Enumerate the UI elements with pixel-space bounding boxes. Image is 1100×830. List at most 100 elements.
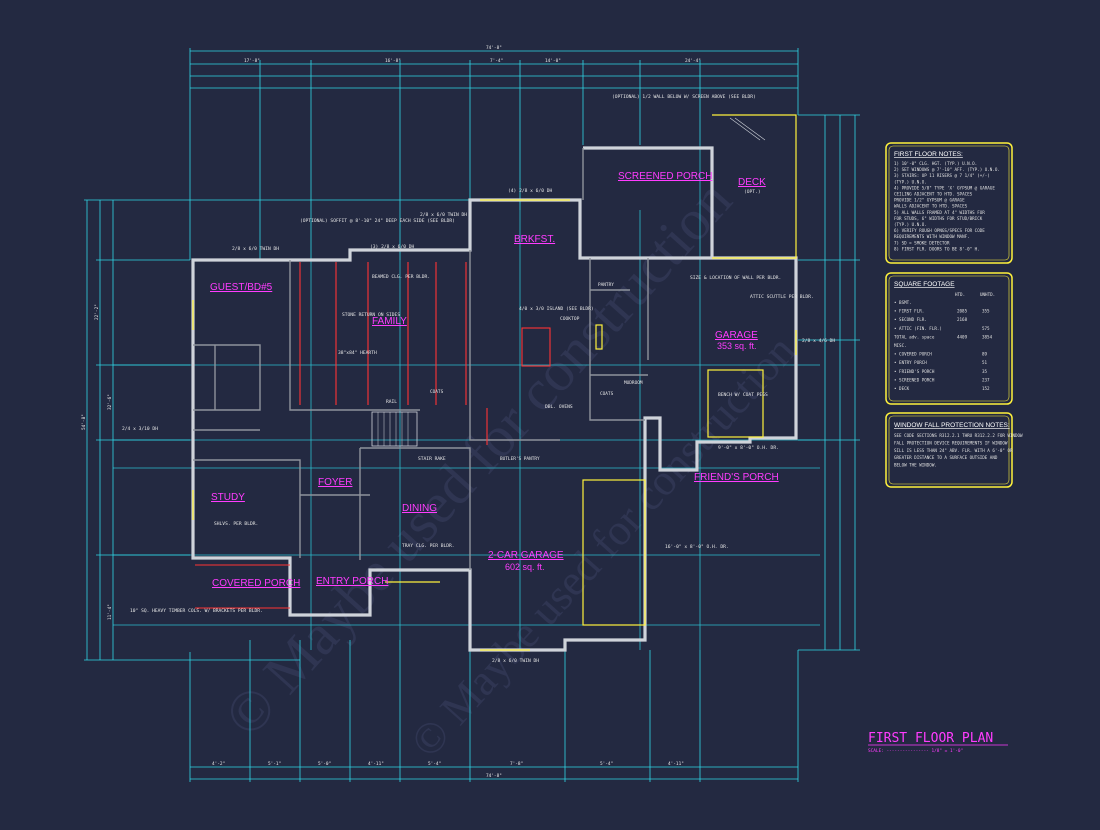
window-fall-protection-panel: WINDOW FALL PROTECTION NOTES: SEE CODE S… — [885, 412, 1023, 488]
floor-note-line: 6) VERIFY ROUGH OPNGS/SPECS FOR CODE — [894, 228, 985, 233]
note-size-location: SIZE & LOCATION OF WALL PER BLDR. — [690, 275, 781, 281]
sqft-label: • SECOND FLR. — [894, 317, 927, 322]
sqft-label: • ENTRY PORCH — [894, 360, 927, 365]
room-breakfast: BRKFST. — [514, 234, 555, 245]
sqft-htd: 4409 — [957, 334, 968, 339]
dim-left-1: 22'-2" — [94, 304, 100, 320]
note-oh-door: 16'-0" x 8'-0" O.H. DR. — [665, 544, 729, 550]
room-butlers-pantry: BUTLER'S PANTRY — [500, 456, 540, 462]
note-hearth: 38"x84" HEARTH — [338, 350, 377, 356]
dim-bottom-2: 5'-1" — [268, 761, 281, 767]
sqft-htd: 2168 — [957, 317, 968, 322]
interior-dimension-grid — [113, 145, 820, 650]
dim-top-2: 16'-8" — [385, 58, 401, 64]
note-window-1: 2/8 x 6/0 TWIN DH — [420, 212, 467, 218]
area-two-car-garage: 602 sq. ft. — [505, 562, 545, 572]
sqft-label: • DECK — [894, 386, 910, 391]
dim-top-1: 17'-8" — [244, 58, 260, 64]
note-window-4: 2/4 x 3/10 DH — [122, 426, 158, 432]
stair — [371, 117, 766, 447]
plan-title: FIRST FLOOR PLAN — [868, 731, 993, 746]
dim-bottom-8: 4'-11" — [668, 761, 684, 767]
room-two-car-garage: 2-CAR GARAGE — [488, 550, 564, 561]
sqft-unhtd: 89 — [982, 352, 988, 357]
sqft-label: • SCREENED PORCH — [894, 377, 935, 382]
sqft-title: SQUARE FOOTAGE — [894, 281, 955, 288]
dim-left-2: 32'-6" — [107, 394, 113, 410]
sqft-label: TOTAL adv. space — [894, 334, 935, 339]
beam-lines — [195, 262, 551, 609]
room-garage: GARAGE — [715, 330, 758, 341]
note-stone: STONE RETURN ON SIDES — [342, 312, 400, 318]
sqft-col-htd: HTD. — [955, 292, 965, 297]
room-friends-porch: FRIEND'S PORCH — [694, 472, 779, 483]
top-dimensions: 74'-8" 17'-8" 16'-8" 7'-4" 14'-0" 24'-4" — [189, 45, 799, 260]
floor-note-line: 7) SD = SMOKE DETECTOR — [894, 240, 950, 245]
note-stair-rake: STAIR RAKE — [418, 456, 446, 462]
first-floor-notes-panel: FIRST FLOOR NOTES: 1) 10'-0" CLG. HGT. (… — [885, 142, 1013, 264]
room-dining: DINING — [402, 503, 437, 514]
sqft-unhtd: 152 — [982, 386, 990, 391]
sqft-label: • FIRST FLR. — [894, 309, 924, 314]
window-notes-title: WINDOW FALL PROTECTION NOTES: — [894, 422, 1010, 429]
dim-overall-bottom: 74'-8" — [486, 773, 502, 779]
square-footage-panel: SQUARE FOOTAGE HTD. UNHTD. • BSMT.• FIRS… — [885, 272, 1013, 405]
dim-bottom-4: 4'-11" — [368, 761, 384, 767]
dim-bottom-1: 4'-2" — [212, 761, 225, 767]
sqft-label: • FRIEND'S PORCH — [894, 369, 935, 374]
note-window-2: (3) 2/8 x 6/0 DH — [370, 244, 414, 250]
plan-scale: SCALE: ---------------- 1/8" = 1'-0" — [868, 748, 963, 754]
room-screened-porch: SCREENED PORCH — [618, 171, 712, 182]
dim-left-overall: 54'-8" — [81, 414, 87, 430]
room-coats-1: COATS — [430, 389, 444, 395]
dim-bottom-3: 5'-0" — [318, 761, 331, 767]
annotations: (OPTIONAL) 1/2 WALL BELOW W/ SCREEN ABOV… — [122, 94, 835, 664]
sqft-unhtd: 237 — [982, 377, 990, 382]
room-mudroom: MUDROOM — [624, 380, 643, 386]
bottom-dimensions: 4'-2" 5'-1" 5'-0" 4'-11" 5'-4" 7'-8" 5'-… — [189, 640, 799, 782]
note-soffit: (OPTIONAL) SOFFIT @ 8'-10" 24" DEEP EACH… — [300, 218, 455, 224]
dim-top-3: 7'-4" — [490, 58, 503, 64]
dim-top-4: 14'-0" — [545, 58, 561, 64]
window-note-line: FALL PROTECTION DEVICE REQUIREMENTS IF W… — [894, 440, 1008, 445]
sqft-label: • BSMT. — [894, 300, 912, 305]
floor-note-line: 5) ALL WALLS FRAMED AT 4" WIDTHS FOR — [894, 210, 985, 215]
dim-top-5: 24'-4" — [685, 58, 701, 64]
room-study: STUDY — [211, 492, 245, 503]
sqft-unhtd: 575 — [982, 326, 990, 331]
sqft-unhtd: 35 — [982, 369, 988, 374]
plan-title-block: FIRST FLOOR PLAN SCALE: ----------------… — [868, 731, 1008, 754]
right-dimensions — [798, 114, 860, 651]
room-coats-2: COATS — [600, 391, 614, 397]
note-optional-wall: (OPTIONAL) 1/2 WALL BELOW W/ SCREEN ABOV… — [612, 94, 756, 100]
window-note-line: BELOW THE WINDOW. — [894, 463, 937, 468]
note-deck-opt: (OPT.) — [744, 189, 761, 195]
sqft-unhtd: 51 — [982, 360, 988, 365]
room-entry-porch: ENTRY PORCH — [316, 576, 388, 587]
floor-note-line: REQUIREMENTS WITH WINDOW MANF. — [894, 234, 970, 239]
room-pantry: PANTRY — [598, 282, 614, 288]
room-family: FAMILY — [372, 316, 407, 327]
note-columns: 10" SQ. HEAVY TIMBER COLS. W/ BRACKETS P… — [130, 608, 263, 614]
sqft-label: • ATTIC (FIN. FLR.) — [894, 326, 942, 331]
sqft-unhtd: 3854 — [982, 334, 993, 339]
dim-bottom-5: 5'-4" — [428, 761, 441, 767]
sqft-unhtd: 355 — [982, 309, 990, 314]
note-beamed: BEAMED CLG. PER BLDR. — [372, 274, 430, 280]
area-garage: 353 sq. ft. — [717, 341, 757, 351]
note-oh-door-2: 9'-0" x 8'-0" O.H. DR. — [718, 445, 779, 451]
note-window-5: 2/8 x 4/6 DH — [802, 338, 835, 344]
note-shelves: SHLVS. PER BLDR. — [214, 521, 258, 527]
sqft-label: • COVERED PORCH — [894, 352, 932, 357]
note-bench: BENCH W/ COAT PEGS — [718, 392, 768, 398]
window-note-line: GREATER DISTANCE TO A SURFACE OUTSIDE AN… — [894, 455, 998, 460]
floor-note-line: CEILING ADJACENT TO HTD. SPACES — [894, 192, 973, 197]
note-island: 4/0 x 3/0 ISLAND (SEE BLDR) — [519, 306, 594, 312]
floor-note-line: FOR STUDS, 6" WIDTHS FOR STUD/BRICK — [894, 216, 983, 221]
dim-overall-top: 74'-8" — [486, 45, 502, 51]
note-cooktop: COOKTOP — [560, 316, 580, 322]
yellow-elements — [192, 114, 797, 651]
floor-note-line: 4) PROVIDE 5/8" TYPE 'X' GYPSUM @ GARAGE — [894, 185, 995, 190]
floor-note-line: WALLS ADJACENT TO HTD. SPACES — [894, 204, 968, 209]
